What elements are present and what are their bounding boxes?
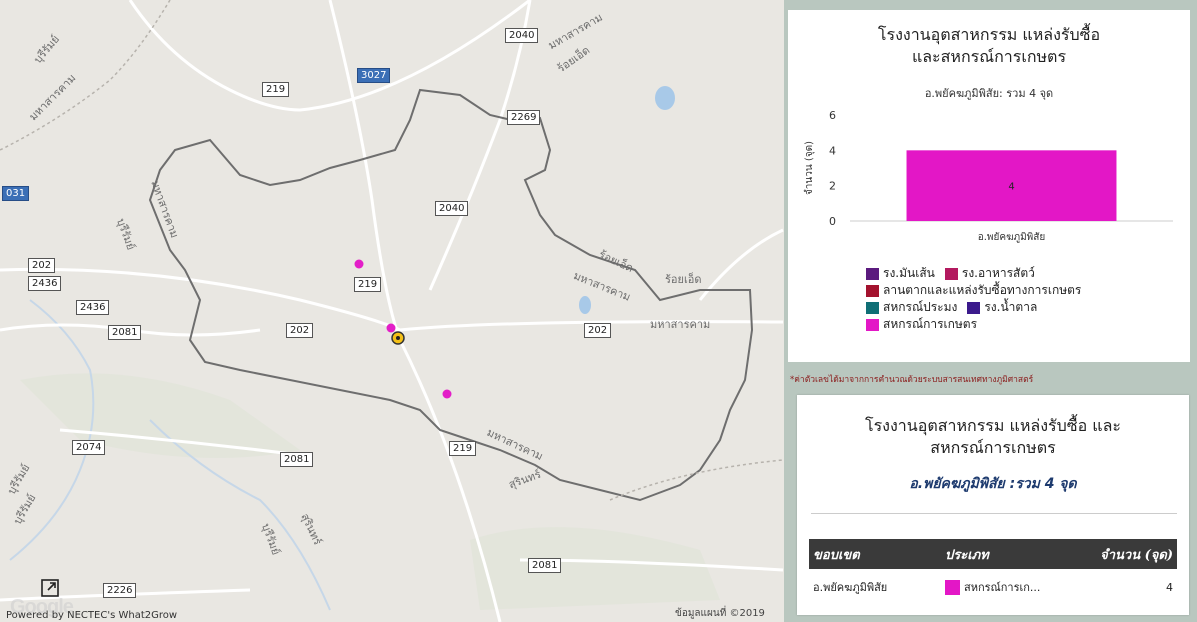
y-tick-label: 4 [829,144,836,157]
divider [811,513,1177,514]
chart-title: โรงงานอุตสาหกรรม แหล่งรับซื้อ และสหกรณ์ก… [788,24,1190,68]
legend-item[interactable]: สหกรณ์ประมง [866,298,957,317]
legend-row: สหกรณ์ประมง รง.น้ำตาล [866,299,1176,316]
legend-swatch [866,284,879,297]
map-marker[interactable] [386,323,396,333]
road-label: 2436 [76,300,110,315]
road-label: 2081 [280,452,314,467]
road-label: 2269 [507,110,541,125]
cell-count: 4 [1166,580,1173,594]
road-label: 202 [28,258,56,273]
chart-card: โรงงานอุตสาหกรรม แหล่งรับซื้อ และสหกรณ์ก… [788,10,1190,362]
place-label: มหาสารคาม [650,318,711,331]
legend-item[interactable]: รง.มันเส้น [866,264,935,283]
legend-label: สหกรณ์การเกษตร [883,317,978,331]
bar-0 [906,150,1117,221]
x-tick-label: อ.พยัคฆภูมิพิสัย [978,232,1046,243]
y-axis-label: จำนวน (จุด) [804,141,815,195]
y-tick-label: 2 [829,180,836,193]
road-label: 219 [449,441,477,456]
road-label: 2081 [528,558,562,573]
road-label: 219 [262,82,290,97]
gis-note: *ค่าตัวเลขได้มาจากการคำนวณด้วยระบบสารสนเ… [790,375,1034,385]
road-label: 2436 [28,276,62,291]
legend-item[interactable]: ลานตากและแหล่งรับซื้อทางการเกษตร [866,281,1081,300]
expand-icon[interactable] [40,578,60,598]
legend-row: สหกรณ์การเกษตร [866,316,1176,333]
powered-by-text: Powered by NECTEC's What2Grow [6,610,178,621]
table-header-row: ขอบเขต ประเภท จำนวน (จุด) [809,539,1177,569]
y-tick-label: 0 [829,215,836,228]
legend-label: รง.อาหารสัตว์ [961,266,1035,280]
summary-card: โรงงานอุตสาหกรรม แหล่งรับซื้อ และ สหกรณ์… [797,395,1189,615]
chart-title-line1: โรงงานอุตสาหกรรม แหล่งรับซื้อ [877,25,1101,44]
legend-swatch [967,301,981,314]
road-label: 2074 [72,440,106,455]
road-label: 202 [286,323,314,338]
legend-label: สหกรณ์ประมง [883,300,958,314]
road-label: 2226 [103,583,137,598]
legend-item[interactable]: สหกรณ์การเกษตร [866,315,977,334]
bar-data-label: 4 [1008,182,1014,193]
road-label: 2081 [108,325,142,340]
summary-title: โรงงานอุตสาหกรรม แหล่งรับซื้อ และ สหกรณ์… [797,415,1189,459]
header-count[interactable]: จำนวน (จุด) [1075,539,1177,569]
chart-legend: รง.มันเส้น รง.อาหารสัตว์ลานตากและแหล่งรับ… [866,265,1176,333]
legend-swatch [944,267,958,280]
bar-chart: 0 2 4 6 จำนวน (จุด) 4 อ.พยัคฆภูมิพิสัย [804,109,1173,243]
chart-subtitle: อ.พยัคฆภูมิพิสัย: รวม 4 จุด [924,87,1054,100]
road-label: 031 [2,186,30,201]
summary-table: ขอบเขต ประเภท จำนวน (จุด) อ.พยัคฆภูมิพิส… [809,539,1177,605]
road-label: 2040 [505,28,539,43]
legend-swatch [866,301,879,314]
road-label: 202 [584,323,612,338]
category-label: สหกรณ์การเก... [964,581,1041,594]
header-category[interactable]: ประเภท [927,539,1076,569]
road-label: 219 [354,277,382,292]
cell-area: อ.พยัคฆภูมิพิสัย [813,581,888,594]
table-row: อ.พยัคฆภูมิพิสัย สหกรณ์การเก... 4 [809,569,1177,605]
legend-item[interactable]: รง.อาหารสัตว์ [944,264,1035,283]
legend-label: รง.น้ำตาล [984,300,1038,314]
summary-subtitle: อ.พยัคฆภูมิพิสัย :รวม 4 จุด [909,476,1077,492]
category-swatch [945,579,960,595]
legend-swatch [866,267,879,280]
legend-label: ลานตากและแหล่งรับซื้อทางการเกษตร [883,283,1082,297]
cell-category: สหกรณ์การเก... [927,569,1075,605]
google-logo: Google [10,596,74,618]
chart-title-line2: และสหกรณ์การเกษตร [911,47,1067,66]
map-marker[interactable] [442,389,452,399]
y-tick-label: 6 [829,109,836,122]
legend-label: รง.มันเส้น [883,266,935,280]
map-copyright[interactable]: ข้อมูลแผนที่ ©2019 [675,608,765,619]
legend-row: ลานตากและแหล่งรับซื้อทางการเกษตร [866,282,1176,299]
legend-swatch [866,318,879,331]
legend-row: รง.มันเส้น รง.อาหารสัตว์ [866,265,1176,282]
header-area[interactable]: ขอบเขต [809,539,927,569]
road-label: 2040 [435,201,469,216]
legend-item[interactable]: รง.น้ำตาล [967,298,1037,317]
summary-title-line2: สหกรณ์การเกษตร [930,438,1056,457]
map-marker[interactable] [354,259,364,269]
place-label: ร้อยเอ็ด [665,273,702,286]
road-label: 3027 [357,68,391,83]
summary-title-line1: โรงงานอุตสาหกรรม แหล่งรับซื้อ และ [864,416,1122,435]
